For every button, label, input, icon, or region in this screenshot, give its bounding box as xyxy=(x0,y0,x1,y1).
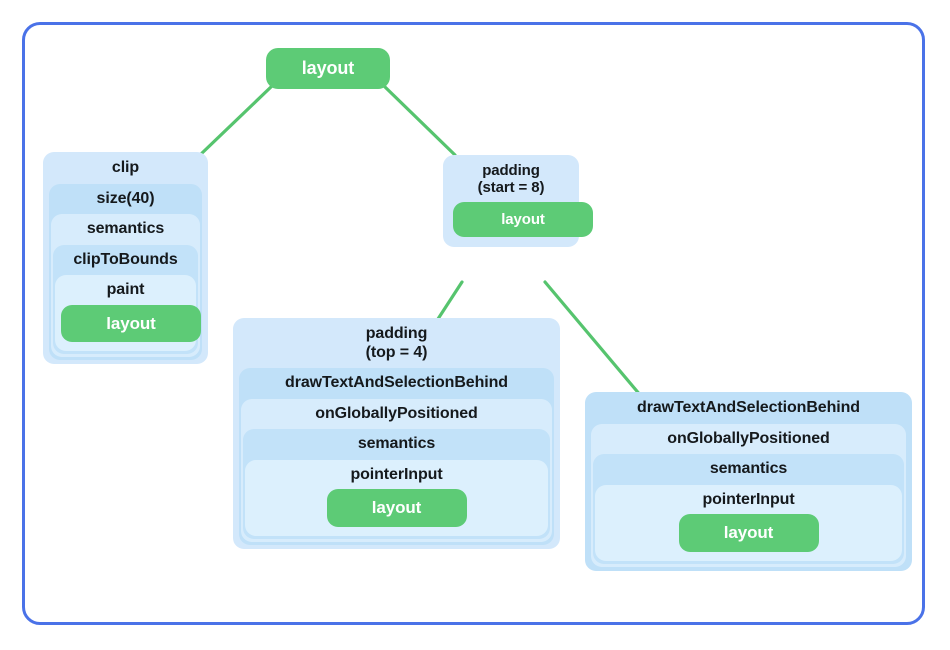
node-label: drawTextAndSelectionBehind xyxy=(285,374,508,392)
node-label: clipToBounds xyxy=(73,250,178,268)
node-size-40[interactable]: size(40) semantics clipToBounds paint la… xyxy=(49,183,202,361)
node-pointer-input-right[interactable]: pointerInput layout xyxy=(595,484,902,561)
node-label: pointerInput xyxy=(350,465,443,483)
node-draw-text-and-selection-behind-right[interactable]: drawTextAndSelectionBehind onGloballyPos… xyxy=(585,392,912,571)
node-on-globally-positioned-right[interactable]: onGloballyPositioned semantics pointerIn… xyxy=(591,423,906,567)
node-label: paint xyxy=(106,281,145,299)
node-root-layout[interactable]: layout xyxy=(266,48,390,89)
node-label: size(40) xyxy=(96,189,155,207)
node-draw-text-and-selection-behind-middle[interactable]: drawTextAndSelectionBehind onGloballyPos… xyxy=(239,368,554,545)
node-paint[interactable]: paint layout xyxy=(55,275,201,352)
node-label: drawTextAndSelectionBehind xyxy=(637,399,860,416)
node-leaf-layout-padding-start[interactable]: layout xyxy=(453,201,593,238)
node-label: layout xyxy=(723,523,774,543)
node-label: semantics xyxy=(709,460,788,478)
node-label: onGloballyPositioned xyxy=(315,404,478,422)
node-label: semantics xyxy=(357,435,436,453)
node-label: layout xyxy=(371,498,422,518)
node-label: padding (start = 8) xyxy=(477,162,545,197)
node-semantics-right[interactable]: semantics pointerInput layout xyxy=(593,454,904,564)
node-clip[interactable]: clip size(40) semantics clipToBounds pai… xyxy=(43,152,208,365)
node-clip-to-bounds[interactable]: clipToBounds paint layout xyxy=(53,244,201,355)
node-label: layout xyxy=(501,210,545,228)
node-label: semantics xyxy=(86,220,165,238)
node-label: layout xyxy=(106,313,156,333)
node-label: padding (top = 4) xyxy=(365,325,428,361)
node-label: layout xyxy=(301,58,355,79)
node-padding-top-4[interactable]: padding (top = 4) drawTextAndSelectionBe… xyxy=(233,318,560,549)
node-leaf-layout-right[interactable]: layout xyxy=(678,514,819,552)
node-padding-start-8[interactable]: padding (start = 8) layout xyxy=(443,155,593,248)
node-pointer-input-middle[interactable]: pointerInput layout xyxy=(245,459,548,536)
node-semantics-left[interactable]: semantics clipToBounds paint layout xyxy=(51,214,201,358)
node-leaf-layout-middle[interactable]: layout xyxy=(326,489,467,527)
node-semantics-middle[interactable]: semantics pointerInput layout xyxy=(243,429,550,539)
node-label: onGloballyPositioned xyxy=(667,429,830,447)
node-on-globally-positioned-middle[interactable]: onGloballyPositioned semantics pointerIn… xyxy=(241,398,552,542)
node-label: clip xyxy=(111,159,140,176)
node-label: pointerInput xyxy=(702,490,795,508)
node-leaf-layout-left[interactable]: layout xyxy=(61,304,201,343)
